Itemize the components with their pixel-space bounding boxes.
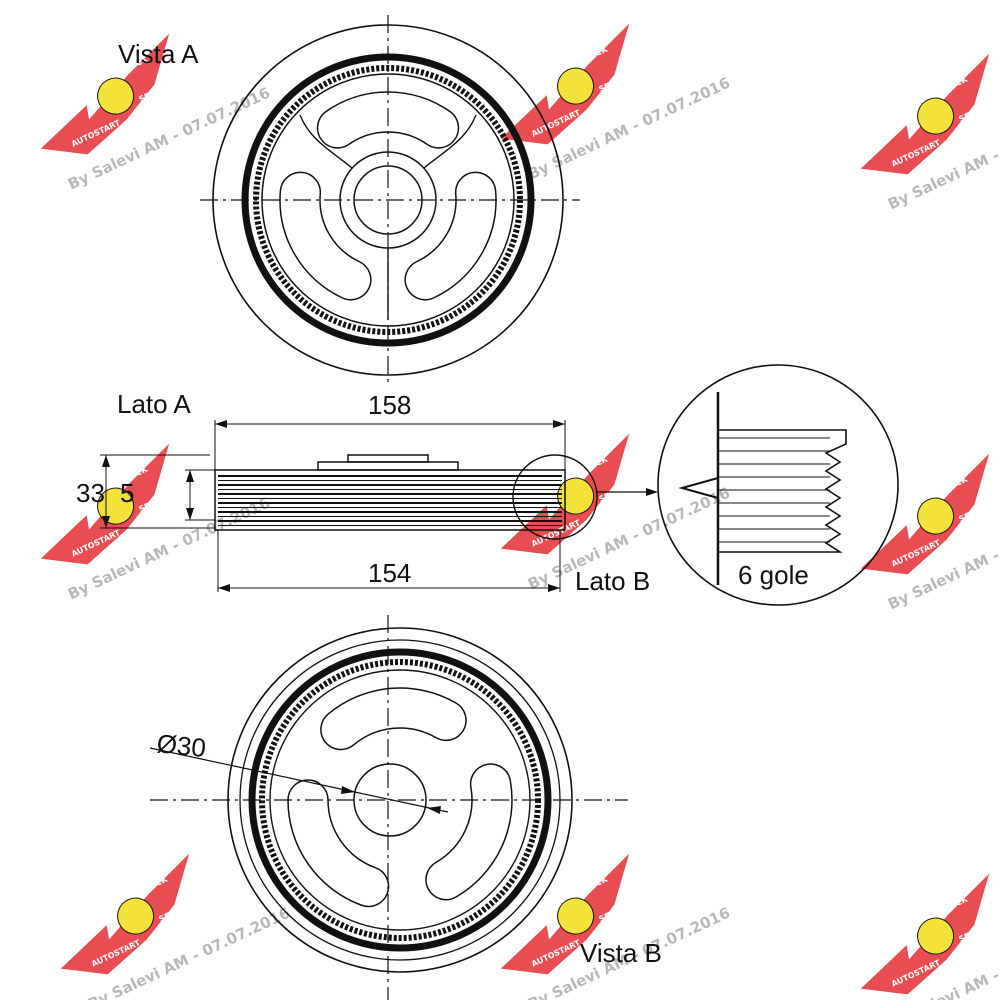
watermark-badge [97,487,135,525]
view-a-slot-3 [279,171,372,301]
detail-callout-circle [512,454,598,540]
view-b-slots [287,687,513,908]
view-b-web-circle [269,669,531,931]
watermark-badge [97,77,135,115]
watermark-wing [860,53,990,175]
lato-a-label: Lato A [117,389,191,419]
watermark-badge [917,497,955,535]
view-a-groove-ring [241,53,535,347]
watermark-badge [557,897,595,935]
view-a-slot-1 [316,91,460,149]
view-b-slot-2 [425,763,513,901]
view-a-groove-ring-inner [253,65,523,335]
view-b-groove-ring [248,648,552,952]
view-a-outer-rim [212,24,564,376]
watermark-wing [500,433,630,555]
view-a-front [200,15,580,385]
detail-view [657,364,899,606]
watermark-wing [860,873,990,995]
detail-groove-profile [718,429,847,553]
side-view [100,420,658,592]
dim-5-text: 5 [120,478,134,508]
view-a-hub-fillets [299,114,477,320]
view-b-groove-ring-inner [259,659,541,941]
side-groove-lines [218,475,562,526]
watermark-wing [60,853,190,975]
bore-dim-leader [149,747,449,813]
view-b-outer-rim [227,627,573,973]
detail-arrow-tip [678,477,719,499]
grooves-label: 6 gole [738,560,809,590]
watermark-badge [917,917,955,955]
side-hub-cap [347,454,429,463]
watermark-badge [917,97,955,135]
view-b-bore [353,763,427,837]
detail-leader-arrow [646,488,658,496]
dim-5-arrows [186,470,194,520]
detail-circle [657,364,899,606]
watermark-wing [860,453,990,575]
watermark-badge [557,67,595,105]
view-a-bore [353,165,423,235]
vista-a-label: Vista A [118,39,199,69]
view-b-rear [149,615,628,1000]
watermark-badge [117,897,155,935]
view-a-slot-2 [404,171,497,301]
dim-158-text: 158 [368,390,411,420]
view-a-slots [279,91,497,301]
bore-dim-text: Ø30 [155,728,207,763]
watermark-wing [500,853,630,975]
dim-154-text: 154 [368,558,411,588]
side-hub-top [317,461,459,471]
lato-b-label: Lato B [575,566,650,596]
dim-33-text: 33 [76,478,105,508]
watermark-wing [40,443,170,565]
watermark-wing [500,23,630,145]
watermark-wing [40,33,170,155]
view-b-outer-rim-inner [239,639,561,961]
view-b-slot-3 [287,779,390,908]
vista-b-label: Vista B [580,938,662,968]
view-b-slot-1 [320,687,467,751]
view-a-web-circle [261,73,515,327]
bore-dim-arrow-2 [427,806,441,814]
detail-tooth-outline [718,429,847,553]
bore-dim-arrow-1 [341,786,355,794]
